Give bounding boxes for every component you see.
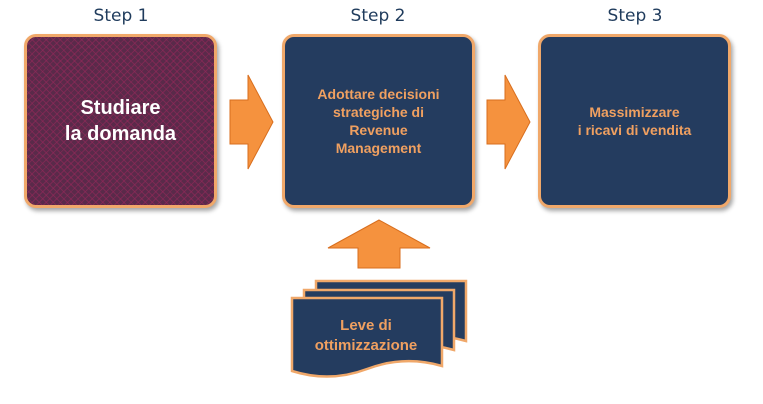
document-stack-icon [290,279,468,378]
arrow-right-1 [229,74,274,170]
step-1-label: Step 1 [93,6,149,26]
step-3-box: Massimizzare i ricavi di vendita [538,34,731,208]
step-2-box: Adottare decisioni strategiche di Revenu… [282,34,475,208]
step-3-text: Massimizzare i ricavi di vendita [577,104,692,138]
step-1-text: Studiare la domanda [64,97,177,145]
step-3-label: Step 3 [607,6,663,26]
input-doc-text: Leve di ottimizzazione [314,317,418,354]
document-front [290,296,444,378]
step-2-label: Step 2 [350,6,406,26]
arrow-up [327,219,431,269]
step-1-box: Studiare la domanda [24,34,217,208]
step-2-text: Adottare decisioni strategiche di Revenu… [317,86,440,156]
arrow-right-2 [486,74,531,170]
